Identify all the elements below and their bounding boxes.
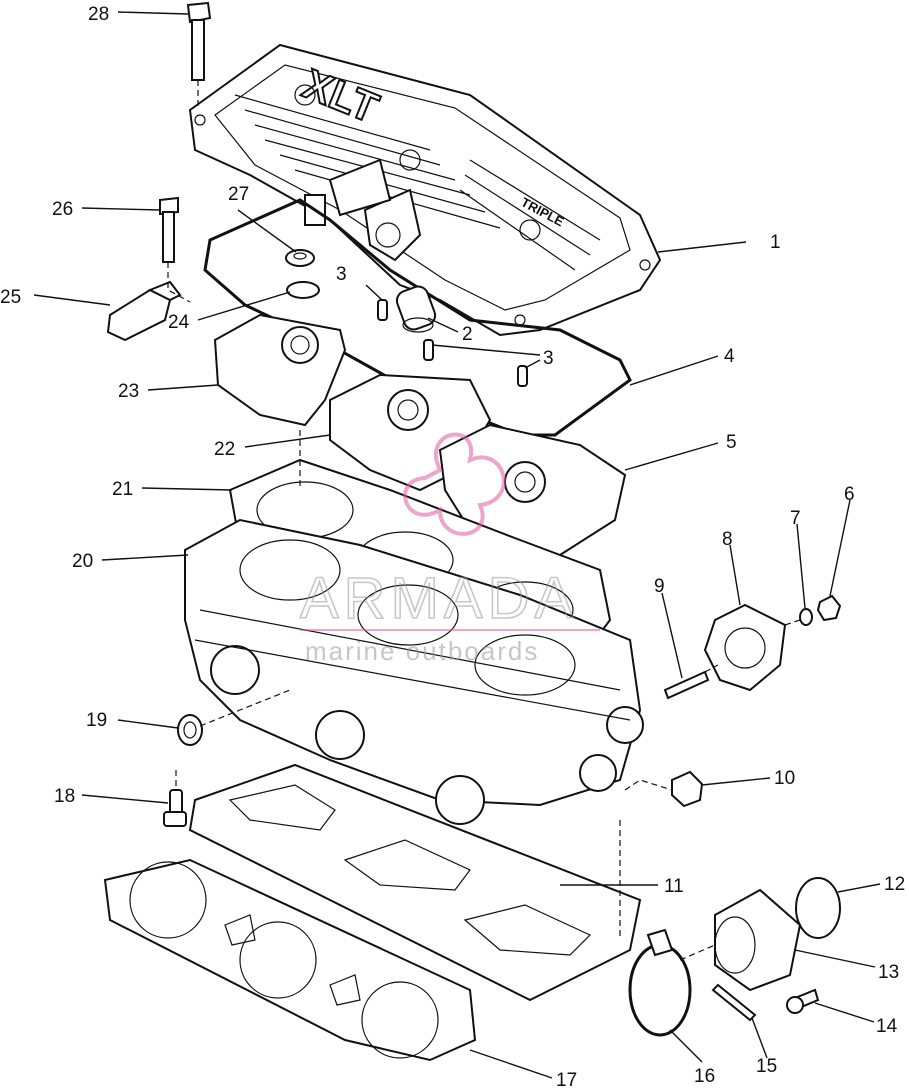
callout-6: 6 xyxy=(844,484,855,505)
callout-25: 25 xyxy=(0,287,21,308)
callout-1: 1 xyxy=(770,232,781,253)
callout-15: 15 xyxy=(756,1056,777,1077)
callout-12: 12 xyxy=(884,874,905,895)
screw-15 xyxy=(711,983,757,1022)
bolt-14 xyxy=(786,988,820,1014)
callout-26: 26 xyxy=(52,199,73,220)
bolt-26 xyxy=(159,196,179,263)
leader-lines xyxy=(33,11,881,1079)
exhaust-gasket-17 xyxy=(103,858,477,1062)
callout-labels: 28 1 27 26 3 25 2 24 3 4 23 22 5 21 6 7 … xyxy=(0,4,905,1088)
callout-8: 8 xyxy=(722,529,733,550)
callout-10: 10 xyxy=(774,768,795,789)
callout-19: 19 xyxy=(86,710,107,731)
washer-7 xyxy=(799,608,813,626)
temperature-sensor-25 xyxy=(106,280,182,342)
gasket-plate-11 xyxy=(188,763,642,1002)
cylinder-head-cover: XLT TRIPLE xyxy=(188,43,662,337)
o-ring-12 xyxy=(795,877,841,939)
hose-clamp-16 xyxy=(628,928,692,1037)
elbow-fitting-13 xyxy=(714,888,802,992)
callout-20: 20 xyxy=(72,551,93,572)
callout-9: 9 xyxy=(654,576,665,597)
o-ring-24 xyxy=(286,281,320,299)
callout-22: 22 xyxy=(214,439,235,460)
callout-7: 7 xyxy=(790,508,801,529)
sensor-18 xyxy=(163,789,187,827)
stud-9 xyxy=(663,670,710,700)
callout-4: 4 xyxy=(724,346,735,367)
callout-3a: 3 xyxy=(336,264,347,285)
callout-13: 13 xyxy=(878,962,899,983)
bolt-28 xyxy=(186,1,212,81)
callout-23: 23 xyxy=(118,381,139,402)
callout-17: 17 xyxy=(556,1070,577,1088)
dowel-pins-3 xyxy=(377,299,528,387)
thermostat-cover-8 xyxy=(703,603,787,692)
plug-19 xyxy=(177,714,203,746)
nut-6 xyxy=(816,594,842,622)
watermark: ARMADA marine outboards xyxy=(299,432,600,666)
callout-27: 27 xyxy=(228,184,249,205)
callout-3b: 3 xyxy=(543,348,554,369)
watermark-sub: marine outboards xyxy=(305,636,539,666)
nut-10 xyxy=(671,770,704,808)
watermark-brand: ARMADA xyxy=(300,566,578,631)
callout-16: 16 xyxy=(694,1066,715,1087)
callout-24: 24 xyxy=(168,312,190,333)
callout-11: 11 xyxy=(664,876,684,897)
valve-housing-23 xyxy=(213,313,347,427)
callout-2: 2 xyxy=(462,324,473,345)
filler-tube-2 xyxy=(395,285,437,333)
callout-5: 5 xyxy=(726,432,737,453)
assembly-lines xyxy=(167,80,801,961)
callout-18: 18 xyxy=(54,786,75,807)
callout-21: 21 xyxy=(112,479,133,500)
watermark-logo-icon xyxy=(403,432,506,536)
cylinder-head-20 xyxy=(184,518,644,825)
washer-27 xyxy=(285,249,315,267)
callout-28: 28 xyxy=(88,4,109,25)
callout-14: 14 xyxy=(876,1016,898,1037)
